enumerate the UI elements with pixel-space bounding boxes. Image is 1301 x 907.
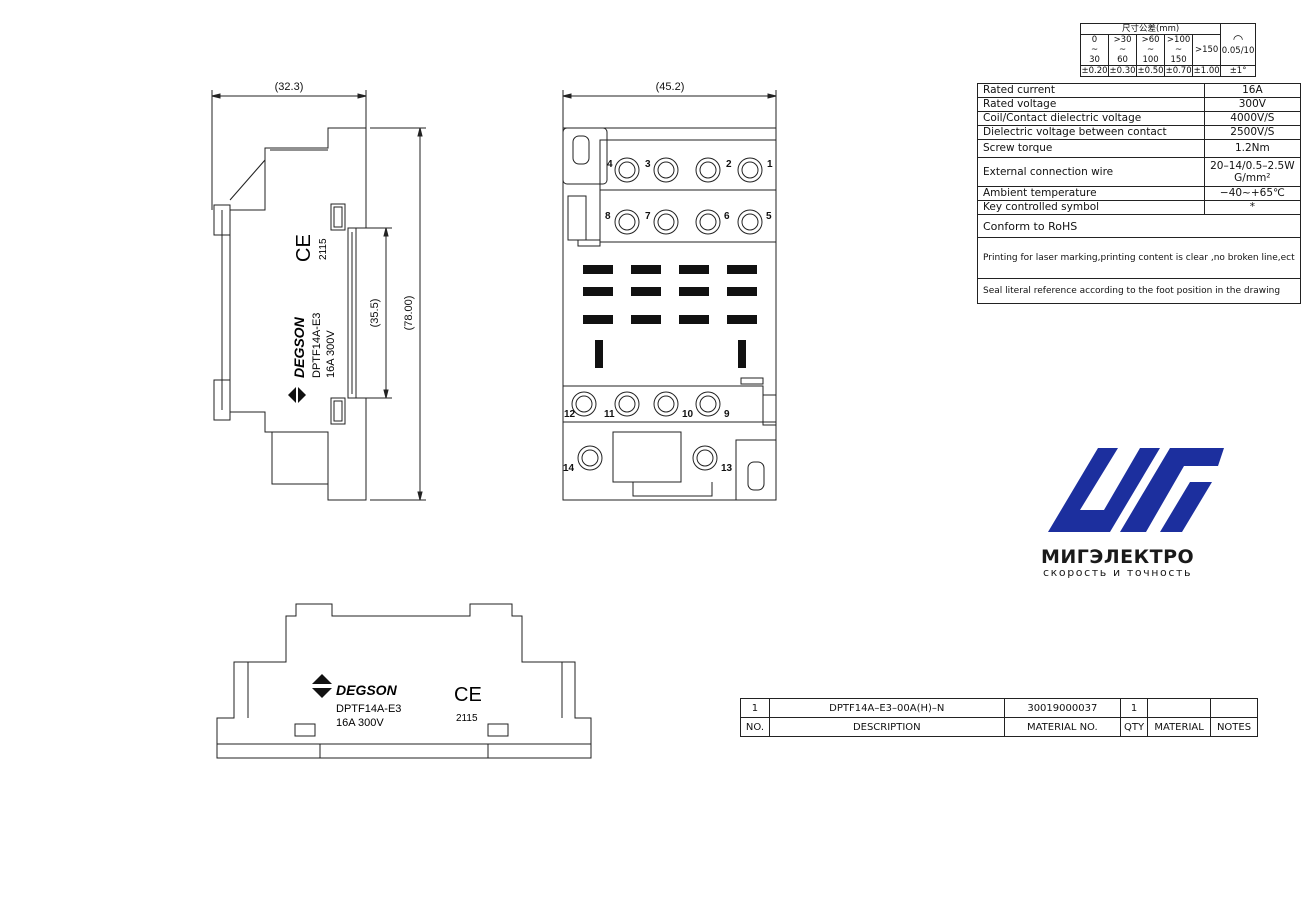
spec-label: Screw torque <box>976 139 1206 158</box>
bom-material-no: 30019000037 <box>1003 698 1122 718</box>
terminal-label: 2 <box>726 159 732 170</box>
spec-value: * <box>1204 200 1301 215</box>
terminal-label: 5 <box>766 211 772 222</box>
bom-header-no: NO. <box>740 717 770 737</box>
spec-label: Ambient temperature <box>976 186 1206 201</box>
dim-total-height: (78.00) <box>403 296 415 331</box>
spec-label: Rated voltage <box>976 97 1206 112</box>
top-view <box>216 603 592 759</box>
laser-note: Printing for laser marking,printing cont… <box>977 237 1301 279</box>
spec-value: −40~+65℃ <box>1204 186 1301 201</box>
company-tagline: скорость и точность <box>1043 566 1193 579</box>
top-date-code: 2115 <box>456 713 478 724</box>
spec-value: 16A <box>1204 83 1301 98</box>
spec-value: 300V <box>1204 97 1301 112</box>
terminal-label: 11 <box>604 409 615 420</box>
terminal-label: 7 <box>645 211 651 222</box>
bom-description: DPTF14A–E3–00A(H)–N <box>768 698 1005 718</box>
terminal-label: 3 <box>645 159 651 170</box>
angle-tolerance: ±1° <box>1220 65 1256 77</box>
company-logo-icon <box>1048 448 1224 532</box>
top-brand: DEGSON <box>336 682 398 698</box>
side-rating: 16A 300V <box>325 330 337 378</box>
side-brand: DEGSON <box>291 316 307 378</box>
side-date-code: 2115 <box>318 238 329 260</box>
dim-side-width: (32.3) <box>275 81 304 93</box>
spec-value: 4000V/S <box>1204 111 1301 126</box>
top-terminals <box>614 157 763 235</box>
spec-value-unit: G/mm² <box>1234 172 1271 184</box>
terminal-labels: 4 3 2 1 8 7 6 5 12 11 10 9 14 13 <box>563 159 773 474</box>
terminal-label: 9 <box>724 409 730 420</box>
pin-slots <box>583 265 757 368</box>
bottom-terminals <box>571 391 721 471</box>
spec-label: Coil/Contact dielectric voltage <box>976 111 1206 126</box>
top-ce-mark: CE <box>454 684 482 706</box>
tolerance-table: 尺寸公差(mm) ◠0.05/10 0~30 >30~60 >60~100 >1… <box>1079 23 1256 77</box>
bom-header-material-no: MATERIAL NO. <box>1003 717 1122 737</box>
top-brand-logo-icon <box>312 674 332 698</box>
side-model: DPTF14A-E3 <box>311 313 323 378</box>
top-model: DPTF14A-E3 <box>336 703 401 715</box>
bom-no: 1 <box>740 698 770 718</box>
terminal-label: 14 <box>563 463 575 474</box>
spec-value: 20–14/0.5–2.5W <box>1210 160 1295 172</box>
bom-table: 1 DPTF14A–E3–00A(H)–N 30019000037 1 NO. … <box>740 698 1258 737</box>
terminal-label: 6 <box>724 211 730 222</box>
company-name: МИГЭЛЕКТРО <box>1041 546 1195 568</box>
spec-label: Rated current <box>976 83 1206 98</box>
spec-label: Dielectric voltage between contact <box>976 125 1206 140</box>
bom-notes <box>1210 698 1258 718</box>
dim-inner-height: (35.5) <box>369 299 381 328</box>
dim-front-width: (45.2) <box>656 81 685 93</box>
flatness-icon: ◠0.05/10 <box>1220 23 1256 66</box>
bom-header-qty: QTY <box>1120 717 1149 737</box>
spec-label: Key controlled symbol <box>976 200 1206 215</box>
terminal-label: 4 <box>607 159 613 170</box>
spec-label: External connection wire <box>976 157 1206 187</box>
terminal-label: 10 <box>682 409 694 420</box>
seal-note: Seal literal reference according to the … <box>977 278 1301 304</box>
terminal-label: 13 <box>721 463 733 474</box>
side-ce-mark: CE <box>293 234 315 262</box>
terminal-label: 1 <box>767 159 773 170</box>
terminal-label: 12 <box>564 409 576 420</box>
side-view <box>211 90 426 501</box>
spec-value: 1.2Nm <box>1204 139 1301 158</box>
tolerance-header: 尺寸公差(mm) <box>1079 23 1222 35</box>
terminal-label: 8 <box>605 211 611 222</box>
bom-qty: 1 <box>1120 698 1149 718</box>
bom-header-description: DESCRIPTION <box>768 717 1005 737</box>
bom-header-notes: NOTES <box>1210 717 1258 737</box>
top-rating: 16A 300V <box>336 717 384 729</box>
bom-header-material: MATERIAL <box>1147 717 1212 737</box>
front-view <box>562 90 777 501</box>
side-brand-logo-icon <box>288 387 306 403</box>
flatness-value: 0.05/10 <box>1221 45 1255 56</box>
spec-value: 2500V/S <box>1204 125 1301 140</box>
bom-material <box>1147 698 1212 718</box>
rohs-note: Conform to RoHS <box>977 214 1301 238</box>
